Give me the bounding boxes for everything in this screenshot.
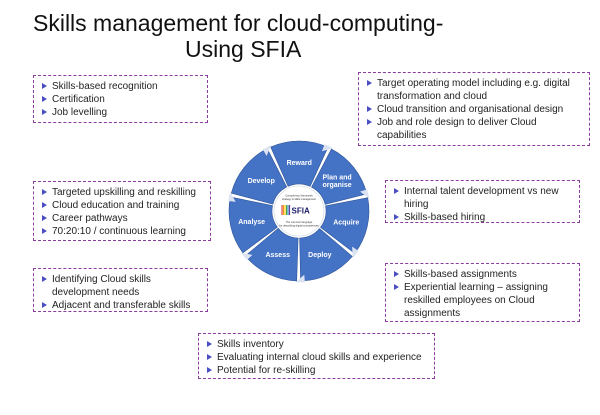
cycle-segment-label: Deploy bbox=[308, 252, 331, 259]
sfia-center: Competency framework strategy & skills m… bbox=[273, 185, 325, 237]
list-item: Targeted upskilling and reskilling bbox=[40, 186, 204, 199]
center-bottom-line-1: The common language bbox=[286, 220, 313, 224]
list-item: Cloud transition and organisational desi… bbox=[365, 103, 583, 116]
cycle-arrow bbox=[352, 246, 359, 259]
list-item: Skills inventory bbox=[205, 338, 428, 351]
sfia-logo-text: SFIA bbox=[292, 207, 310, 216]
list-item: Career pathways bbox=[40, 212, 204, 225]
list-item: Adjacent and transferable skills bbox=[40, 299, 201, 312]
list-item: Evaluating internal cloud skills and exp… bbox=[205, 351, 428, 364]
talent-development-box: Internal talent development vs new hirin… bbox=[385, 180, 580, 223]
center-top-line-2: strategy & skills management bbox=[282, 197, 316, 201]
list-item: Identifying Cloud skills development nee… bbox=[40, 273, 201, 299]
cycle-segment-label: Assess bbox=[265, 252, 290, 259]
cycle-arrow bbox=[228, 191, 236, 202]
center-top-line-1: Competency framework bbox=[285, 194, 313, 198]
center-bottom-line-2: for describing digital competences bbox=[279, 224, 319, 228]
list-item: Internal talent development vs new hirin… bbox=[392, 185, 573, 211]
list-item: Target operating model including e.g. di… bbox=[365, 77, 583, 103]
list-item: Skills-based hiring bbox=[392, 211, 573, 224]
skills-inventory-box: Skills inventory Evaluating internal clo… bbox=[198, 333, 435, 379]
list-item: Potential for re-skilling bbox=[205, 364, 428, 377]
title-line-1: Skills management for cloud-computing- bbox=[33, 10, 444, 36]
skills-needs-box: Identifying Cloud skills development nee… bbox=[33, 268, 208, 312]
recognition-box: Skills-based recognition Certification J… bbox=[33, 75, 208, 123]
upskilling-box: Targeted upskilling and reskilling Cloud… bbox=[33, 181, 211, 241]
list-item: Skills-based assignments bbox=[392, 268, 573, 281]
list-item: Cloud education and training bbox=[40, 199, 204, 212]
sfia-logo: SFIA bbox=[281, 205, 310, 216]
cycle-segment-label: Acquire bbox=[333, 219, 359, 226]
list-item: Experiential learning – assigning reskil… bbox=[392, 281, 573, 320]
list-item: 70:20:10 / continuous learning bbox=[40, 225, 204, 238]
list-item: Job levelling bbox=[40, 106, 201, 119]
assignments-box: Skills-based assignments Experiential le… bbox=[385, 263, 580, 322]
cycle-arrow bbox=[295, 274, 305, 283]
cycle-arrow bbox=[262, 145, 272, 156]
operating-model-box: Target operating model including e.g. di… bbox=[358, 72, 590, 146]
title-line-2: Using SFIA bbox=[185, 36, 302, 62]
cycle-segment-label: Reward bbox=[287, 160, 312, 167]
cycle-arrow bbox=[321, 144, 334, 152]
list-item: Job and role design to deliver Cloud cap… bbox=[365, 116, 583, 142]
cycle-arrow bbox=[241, 252, 253, 261]
center-disc bbox=[273, 185, 325, 237]
list-item: Certification bbox=[40, 93, 201, 106]
cycle-segment-label: Develop bbox=[248, 178, 275, 185]
cycle-arrow bbox=[360, 189, 370, 199]
list-item: Skills-based recognition bbox=[40, 80, 201, 93]
cycle-segment-label: Analyse bbox=[238, 219, 265, 226]
